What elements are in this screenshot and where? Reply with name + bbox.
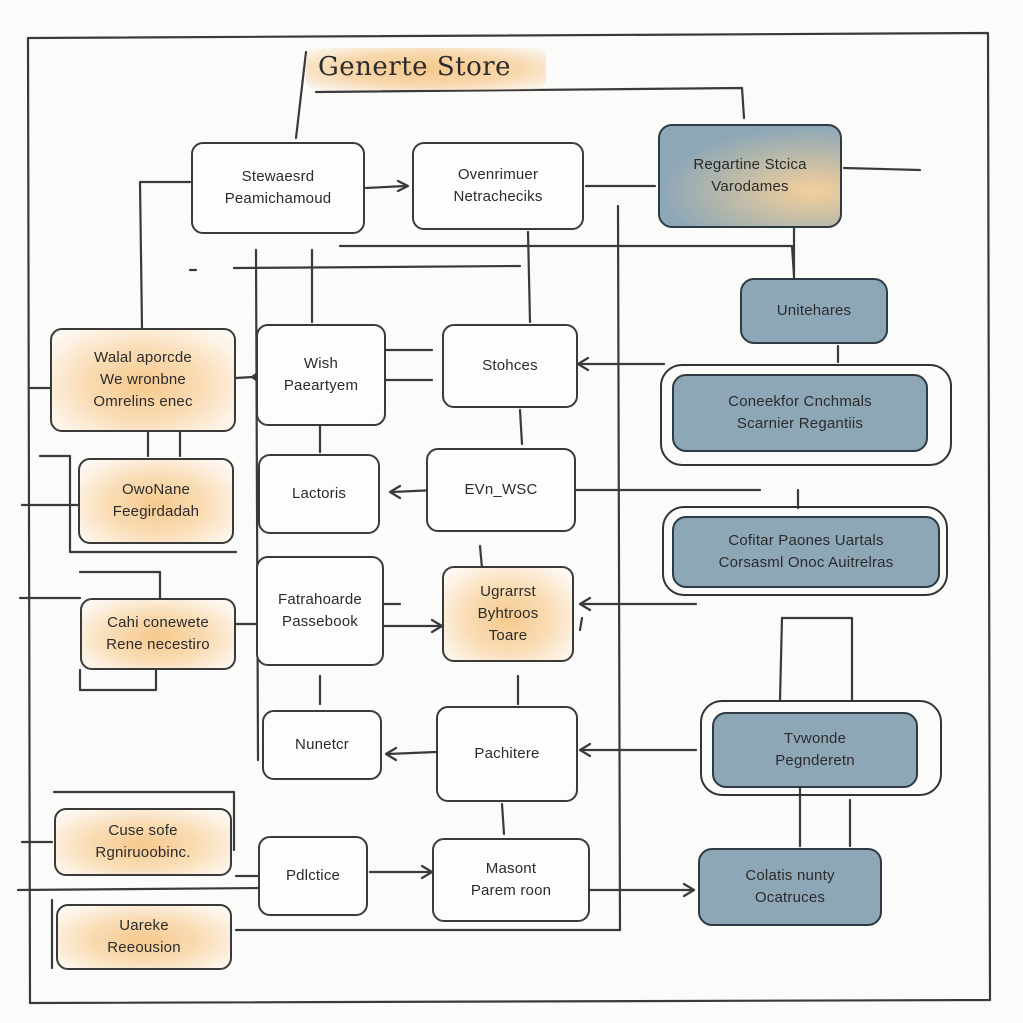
node-orange1-line3: Omrelins enec	[93, 392, 193, 410]
line-h-1	[338, 244, 796, 278]
node-colatis: Colatis nunty Ocatruces	[698, 848, 882, 926]
node-orange2-line1: OwoNane	[121, 481, 191, 499]
node-pachitere: Pachitere	[436, 706, 578, 802]
connector-overview-down	[526, 230, 532, 324]
node-nunetcr: Nunetcr	[262, 710, 382, 780]
node-orange3-line2: Rene necestiro	[106, 636, 210, 653]
diagram-frame	[26, 31, 992, 1005]
node-fatrahoarde: Fatrahoarde Passebook	[256, 556, 384, 666]
node-evnwsc-line1: EVn_WSC	[464, 481, 538, 499]
node-contexto-line2: Scarnier Regantiis	[736, 415, 864, 432]
node-fatrahoarde-line1: Fatrahoarde	[278, 591, 362, 609]
node-regarding-line1: Regartine Stcica	[693, 156, 807, 174]
node-contexto: Coneekfor Cnchmals Scarnier Regantiis	[672, 374, 928, 452]
node-lactoris: Lactoris	[258, 454, 380, 534]
node-tvwonde-outline	[700, 700, 942, 796]
arrow-head-6	[578, 596, 592, 612]
node-orange4: Cuse sofe Rgniruoobinc.	[54, 808, 232, 876]
node-pachitere-line1: Pachitere	[474, 745, 540, 763]
node-orange4-line1: Cuse sofe	[108, 822, 178, 840]
connector-pachitere-masont	[500, 802, 506, 836]
node-regarding: Regartine Stcica Varodames	[658, 124, 842, 228]
node-orange3: Cahi conewete Rene necestiro	[80, 598, 236, 670]
node-orange1-line1: Walal aporcde	[94, 349, 192, 367]
node-orange5-line1: Uareke	[119, 917, 169, 935]
node-tvwonde-line1: Tvwonde	[783, 730, 847, 748]
node-steward-line1: Stewaesrd	[241, 168, 315, 186]
node-tvwonde-line2: Pegnderetn	[775, 752, 855, 769]
arrow-pachitere-nunetcr	[386, 750, 438, 756]
node-cofitar-line2: Corsasml Onoc Auitrelras	[718, 554, 894, 571]
node-pdlctice: Pdlctice	[258, 836, 368, 916]
line-left-bracket-4	[52, 790, 236, 852]
node-orange5-line2: Reeousion	[107, 939, 181, 956]
node-vgranst-line2: Byhtroos	[477, 605, 539, 623]
node-pdlctice-line1: Pdlctice	[285, 867, 341, 885]
node-wish: Wish Paeartyem	[256, 324, 386, 426]
node-masont-line1: Masont	[485, 860, 537, 878]
node-regarding-line2: Varodames	[711, 178, 789, 195]
node-fatrahoarde-line2: Passebook	[281, 613, 359, 630]
node-overview: Ovenrimuer Netracheciks	[412, 142, 584, 230]
connector-vgranst-down-r	[578, 616, 584, 632]
node-cofitar: Cofitar Paones Uartals Corsasml Onoc Aui…	[672, 516, 940, 588]
arrow-head-4	[388, 484, 402, 500]
node-stohces-line1: Stohces	[482, 357, 538, 375]
node-vgranst-line3: Toare	[488, 626, 528, 644]
title-highlight	[306, 48, 546, 90]
node-wish-line2: Paeartyem	[283, 377, 359, 394]
connector-cofitar-tvwonde	[778, 616, 784, 702]
node-wish-line1: Wish	[303, 355, 339, 373]
arrow-steward-overview	[364, 184, 407, 190]
node-nunetcr-line1: Nunetcr	[295, 736, 349, 754]
node-contexto-line1: Coneekfor Cnchmals	[728, 393, 872, 411]
node-cofitar-line1: Cofitar Paones Uartals	[728, 532, 884, 550]
node-overview-line1: Ovenrimuer	[457, 166, 539, 184]
node-steward-line2: Peamichamoud	[224, 190, 332, 207]
connector-left-edge-5	[16, 886, 262, 892]
node-masont: Masont Parem roon	[432, 838, 590, 922]
node-orange1-line2: We wronbne	[100, 371, 186, 389]
arrow-head-1	[396, 179, 410, 193]
node-orange3-line1: Cahi conewete	[107, 614, 209, 632]
node-unitehares-line1: Unitehares	[776, 302, 852, 320]
arrow-head-9	[682, 882, 696, 898]
node-cofitar-outline	[662, 506, 948, 596]
node-vgranst: Ugrarrst Byhtroos Toare	[442, 566, 574, 662]
node-colatis-line1: Colatis nunty	[745, 867, 835, 885]
arrow-head-3	[576, 356, 590, 372]
connector-steward-left	[138, 180, 192, 330]
arrow-head-8	[578, 742, 592, 758]
line-v-long-2	[616, 204, 622, 932]
connector-title-top	[314, 86, 746, 120]
connector-cofitar-tvwonde-2	[780, 616, 854, 702]
node-colatis-line2: Ocatruces	[754, 889, 826, 906]
arrow-head-7	[384, 746, 398, 762]
connector-stohces-evn	[518, 408, 524, 446]
connector-regarding-right	[842, 166, 922, 172]
node-orange2: OwoNane Feegirdadah	[78, 458, 234, 544]
node-vgranst-line1: Ugrarrst	[480, 583, 536, 601]
node-orange4-line2: Rgniruoobinc.	[95, 844, 191, 861]
node-orange1: Walal aporcde We wronbne Omrelins enec	[50, 328, 236, 432]
node-lactoris-line1: Lactoris	[291, 485, 347, 503]
node-unitehares: Unitehares	[740, 278, 888, 344]
line-left-bracket-3	[78, 668, 158, 692]
node-masont-line2: Parem roon	[470, 882, 552, 899]
connector-evn-vgranst	[478, 544, 484, 570]
node-steward: Stewaesrd Peamichamoud	[191, 142, 365, 234]
node-orange5: Uareke Reeousion	[56, 904, 232, 970]
node-orange2-line2: Feegirdadah	[112, 503, 200, 520]
node-evnwsc: EVn_WSC	[426, 448, 576, 532]
node-contexto-outline	[660, 364, 952, 466]
line-left-bracket-2	[78, 570, 162, 602]
diagram-title: Generte Store	[318, 52, 512, 82]
connector-title	[294, 50, 308, 140]
node-tvwonde: Tvwonde Pegnderetn	[712, 712, 918, 788]
node-stohces: Stohces	[442, 324, 578, 408]
line-h-2	[232, 264, 522, 270]
node-overview-line2: Netracheciks	[453, 188, 543, 205]
